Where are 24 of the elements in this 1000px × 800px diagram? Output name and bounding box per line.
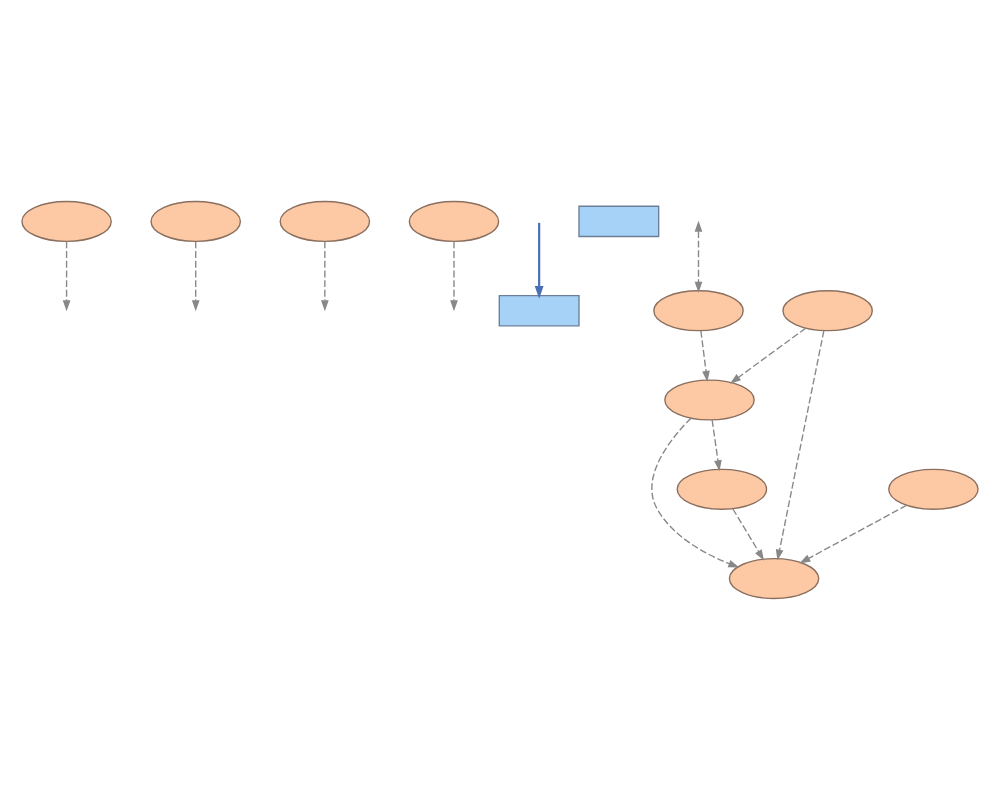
node-ellipse: [888, 468, 979, 510]
node-ellipse: [676, 468, 768, 510]
node-ellipse: [150, 200, 242, 242]
arrow: [775, 330, 825, 561]
arrow: [694, 220, 703, 293]
arrow: [450, 240, 458, 312]
node-ellipse: [408, 200, 500, 242]
node-box: [498, 294, 580, 327]
arrow: [711, 419, 722, 472]
node-ellipse: [653, 290, 744, 332]
node-ellipse: [279, 200, 371, 242]
arrow: [799, 504, 908, 564]
node-ellipse: [21, 200, 112, 242]
arrow: [729, 327, 807, 384]
arrow: [700, 330, 710, 382]
arrow: [732, 508, 765, 561]
arrow: [62, 240, 71, 312]
arrow: [651, 417, 740, 568]
node-ellipse: [782, 290, 873, 332]
node-box: [578, 205, 660, 238]
arrow: [191, 240, 200, 312]
arrow: [321, 240, 329, 312]
node-ellipse: [664, 379, 755, 421]
arrow: [534, 222, 544, 299]
